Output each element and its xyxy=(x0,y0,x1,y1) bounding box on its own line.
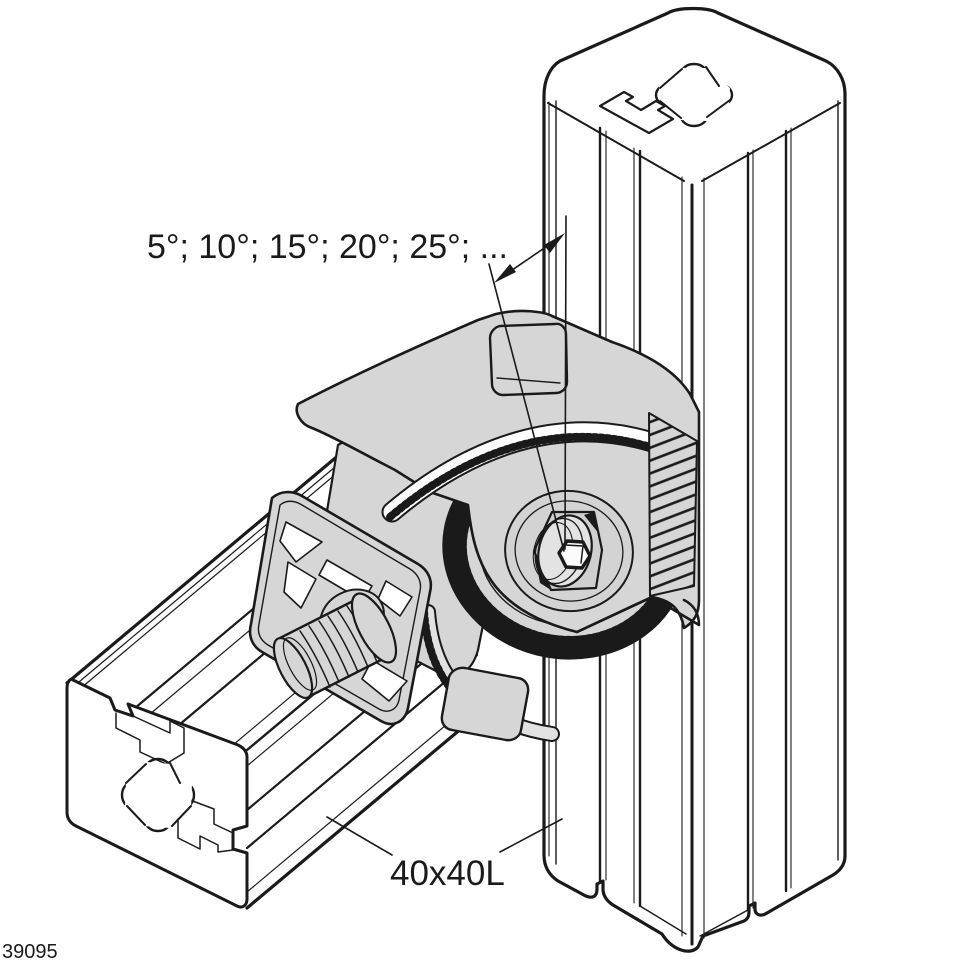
dimension-line-tilted xyxy=(488,263,565,552)
angle-dimension-arrow xyxy=(494,233,565,283)
stud-tip xyxy=(272,636,314,700)
profile-end-face xyxy=(65,677,249,909)
rack-slot xyxy=(381,421,663,523)
annotations: 5°; 10°; 15°; 20°; 25°; ... 40x40L 39095 xyxy=(2,215,567,963)
leader-line-right xyxy=(499,818,563,853)
pivot-joint xyxy=(248,309,701,742)
profile-size-label: 40x40L xyxy=(390,854,505,893)
threaded-stud xyxy=(272,592,398,700)
angle-steps-label: 5°; 10°; 15°; 20°; 25°; ... xyxy=(147,228,508,266)
profile-core-bore xyxy=(120,757,196,833)
profile-core-bore-top xyxy=(654,62,734,128)
rack-teeth xyxy=(386,432,654,521)
leader-line-left xyxy=(326,816,393,856)
dimension-line-vertical xyxy=(564,215,567,550)
hook-tab xyxy=(488,322,569,397)
figure-number: 39095 xyxy=(2,941,58,963)
stud-collar xyxy=(350,592,398,664)
knurled-grip xyxy=(648,412,698,597)
fork-lower-tab xyxy=(440,666,530,742)
top-t-slot-notch xyxy=(598,90,675,135)
hex-socket-bolt xyxy=(504,489,634,613)
